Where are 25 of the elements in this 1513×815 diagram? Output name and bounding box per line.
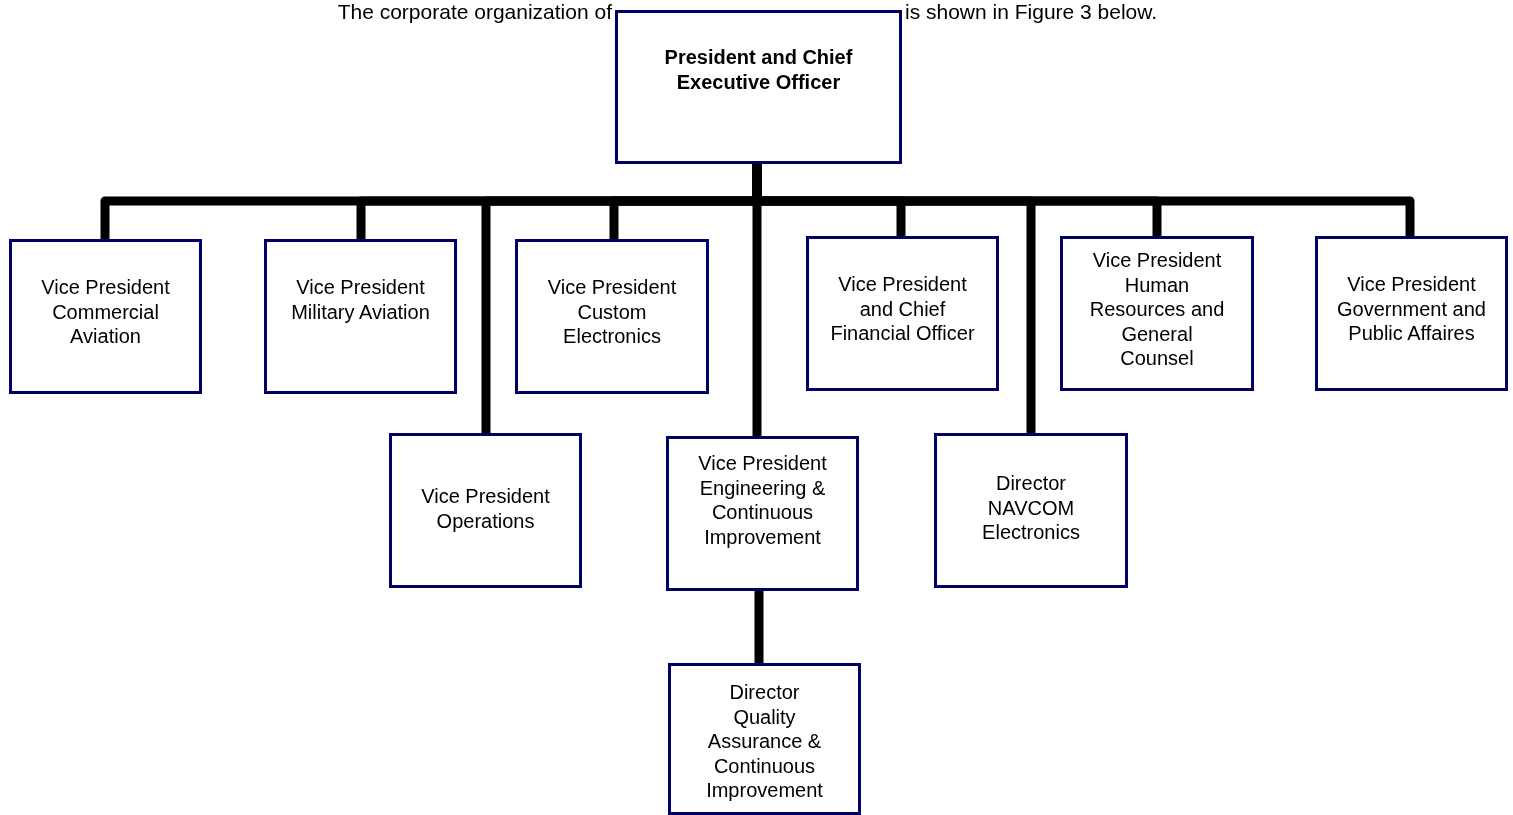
- org-box: [806, 236, 999, 391]
- org-box: [9, 239, 202, 394]
- position-title: Vice President Military Aviation: [290, 275, 431, 324]
- position-title: Director NAVCOM Electronics: [981, 471, 1081, 545]
- org-box: [615, 10, 902, 164]
- org-box: [389, 433, 582, 588]
- position-title: Vice President Government and Public Affaires: [1336, 272, 1487, 346]
- position-title: Vice President Custom Electronics: [546, 275, 678, 349]
- connector-line: [754, 591, 764, 663]
- caption-text: is shown in Figure 3 below.: [905, 0, 1158, 24]
- position-title: Director Quality Assurance & Continuous Improvement: [705, 680, 824, 803]
- org-box: [668, 663, 861, 815]
- org-box: [666, 436, 859, 591]
- position-title: Vice President Human Resources and General Counsel: [1088, 248, 1226, 371]
- position-title: Vice President and Chief Financial Officer: [829, 272, 976, 346]
- org-box: [1315, 236, 1508, 391]
- position-title: Vice President Operations: [420, 484, 551, 533]
- position-title: Vice President Engineering & Continuous Improvement: [697, 451, 828, 549]
- org-box: [264, 239, 457, 394]
- position-title: President and Chief Executive Officer: [663, 45, 854, 94]
- org-box: [515, 239, 709, 394]
- caption-text: The corporate organization of: [337, 0, 612, 24]
- org-box: [1060, 236, 1254, 391]
- org-box: [934, 433, 1128, 588]
- position-title: Vice President Commercial Aviation: [40, 275, 171, 349]
